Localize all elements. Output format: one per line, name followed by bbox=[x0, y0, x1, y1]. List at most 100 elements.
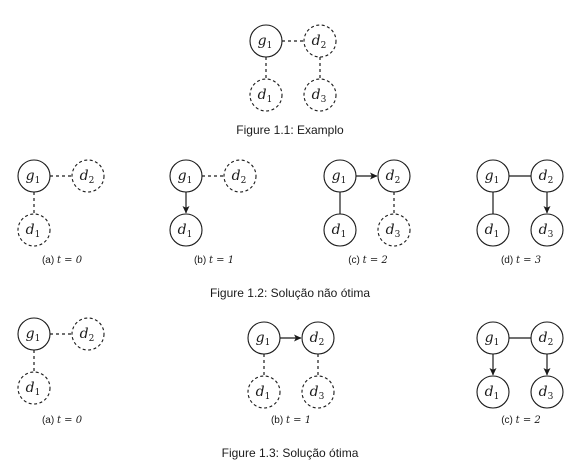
node-g1-label: g1 bbox=[178, 168, 193, 186]
node-d3-circle bbox=[301, 375, 335, 409]
node-label-base: d bbox=[539, 168, 548, 184]
node-d1: d1 bbox=[476, 375, 510, 409]
node-label-base: d bbox=[485, 384, 494, 400]
node-d1-label: d1 bbox=[485, 222, 500, 240]
node-g1-label: g1 bbox=[26, 168, 41, 186]
node-d2-label: d2 bbox=[232, 168, 247, 186]
node-d2: d2 bbox=[71, 317, 105, 351]
node-d2-label: d2 bbox=[539, 330, 554, 348]
node-d2: d2 bbox=[530, 159, 564, 193]
node-g1-circle bbox=[247, 321, 281, 355]
node-label-subscript: 2 bbox=[89, 176, 95, 186]
subfigure-time: t = 0 bbox=[57, 415, 83, 426]
subfigure-label: (a) bbox=[42, 255, 57, 266]
node-d3-circle bbox=[303, 78, 337, 112]
node-label-base: g bbox=[26, 168, 35, 184]
node-d3-label: d3 bbox=[386, 222, 401, 240]
node-label-subscript: 1 bbox=[267, 41, 273, 51]
node-g1-circle bbox=[323, 159, 357, 193]
node-g1-circle bbox=[17, 317, 51, 351]
node-g1-label: g1 bbox=[485, 168, 500, 186]
subfigure-caption: (a) t = 0 bbox=[42, 255, 83, 266]
node-label-base: d bbox=[26, 380, 35, 396]
node-d3-label: d3 bbox=[312, 87, 327, 105]
node-d3: d3 bbox=[303, 78, 337, 112]
node-d3-label: d3 bbox=[310, 384, 325, 402]
node-d2: d2 bbox=[377, 159, 411, 193]
figure-1-1-caption: Figure 1.1: Examplo bbox=[236, 123, 344, 137]
node-label-subscript: 3 bbox=[319, 392, 325, 402]
subfigure-time: t = 0 bbox=[57, 255, 83, 266]
node-d2-circle bbox=[71, 159, 105, 193]
node-label-subscript: 1 bbox=[494, 230, 500, 240]
node-d2: d2 bbox=[223, 159, 257, 193]
node-d2-label: d2 bbox=[312, 33, 327, 51]
node-label-base: d bbox=[312, 33, 321, 49]
subfigure-label: (d) bbox=[501, 255, 516, 266]
subfigure-caption: (d) t = 3 bbox=[501, 255, 541, 266]
subfigure-caption: (c) t = 2 bbox=[348, 255, 388, 266]
node-d3-label: d3 bbox=[539, 222, 554, 240]
node-d2: d2 bbox=[303, 24, 337, 58]
node-d3-circle bbox=[530, 213, 564, 247]
node-d1: d1 bbox=[476, 213, 510, 247]
node-label-subscript: 3 bbox=[548, 230, 554, 240]
node-d1-label: d1 bbox=[256, 384, 271, 402]
subfigure-caption: (a) t = 0 bbox=[42, 415, 83, 426]
node-d3-label: d3 bbox=[539, 384, 554, 402]
node-label-subscript: 1 bbox=[341, 176, 347, 186]
node-label-subscript: 1 bbox=[494, 338, 500, 348]
node-label-subscript: 2 bbox=[395, 176, 401, 186]
node-g1-circle bbox=[476, 159, 510, 193]
subfigure-time: t = 1 bbox=[286, 415, 311, 426]
subfigure-label: (a) bbox=[42, 415, 57, 426]
node-g1-label: g1 bbox=[256, 330, 271, 348]
node-label-subscript: 1 bbox=[265, 392, 271, 402]
subfigure-label: (b) bbox=[271, 415, 286, 426]
node-d1-label: d1 bbox=[26, 380, 41, 398]
node-g1: g1 bbox=[476, 321, 510, 355]
node-d2-label: d2 bbox=[80, 326, 95, 344]
node-label-subscript: 2 bbox=[548, 338, 554, 348]
node-d2-circle bbox=[223, 159, 257, 193]
node-d2-circle bbox=[530, 321, 564, 355]
node-g1-circle bbox=[476, 321, 510, 355]
subfigure-label: (c) bbox=[501, 415, 515, 426]
node-d1-circle bbox=[323, 213, 357, 247]
node-label-subscript: 1 bbox=[341, 230, 347, 240]
node-label-subscript: 2 bbox=[319, 338, 325, 348]
node-label-subscript: 1 bbox=[35, 230, 41, 240]
node-label-base: g bbox=[485, 330, 494, 346]
node-label-subscript: 3 bbox=[321, 95, 327, 105]
subfigure-3-1: g1 d2 d1 (a) t = 0 bbox=[17, 317, 105, 426]
subfigure-time: t = 2 bbox=[363, 255, 388, 266]
node-label-base: d bbox=[178, 222, 187, 238]
node-label-base: g bbox=[178, 168, 187, 184]
node-g1-circle bbox=[169, 159, 203, 193]
node-g1: g1 bbox=[17, 317, 51, 351]
node-label-base: d bbox=[80, 168, 89, 184]
node-d3-circle bbox=[530, 375, 564, 409]
node-label-base: g bbox=[258, 33, 267, 49]
node-label-subscript: 1 bbox=[35, 388, 41, 398]
node-label-base: d bbox=[232, 168, 241, 184]
node-d3: d3 bbox=[530, 375, 564, 409]
node-d3: d3 bbox=[530, 213, 564, 247]
node-label-base: g bbox=[332, 168, 341, 184]
node-g1: g1 bbox=[249, 24, 283, 58]
node-label-base: d bbox=[26, 222, 35, 238]
node-g1-label: g1 bbox=[258, 33, 273, 51]
node-label-base: d bbox=[258, 87, 267, 103]
node-label-subscript: 1 bbox=[265, 338, 271, 348]
node-d2-label: d2 bbox=[539, 168, 554, 186]
subfigure-time: t = 2 bbox=[516, 415, 541, 426]
node-d3-circle bbox=[377, 213, 411, 247]
node-d1-label: d1 bbox=[258, 87, 273, 105]
node-g1: g1 bbox=[476, 159, 510, 193]
node-g1: g1 bbox=[17, 159, 51, 193]
